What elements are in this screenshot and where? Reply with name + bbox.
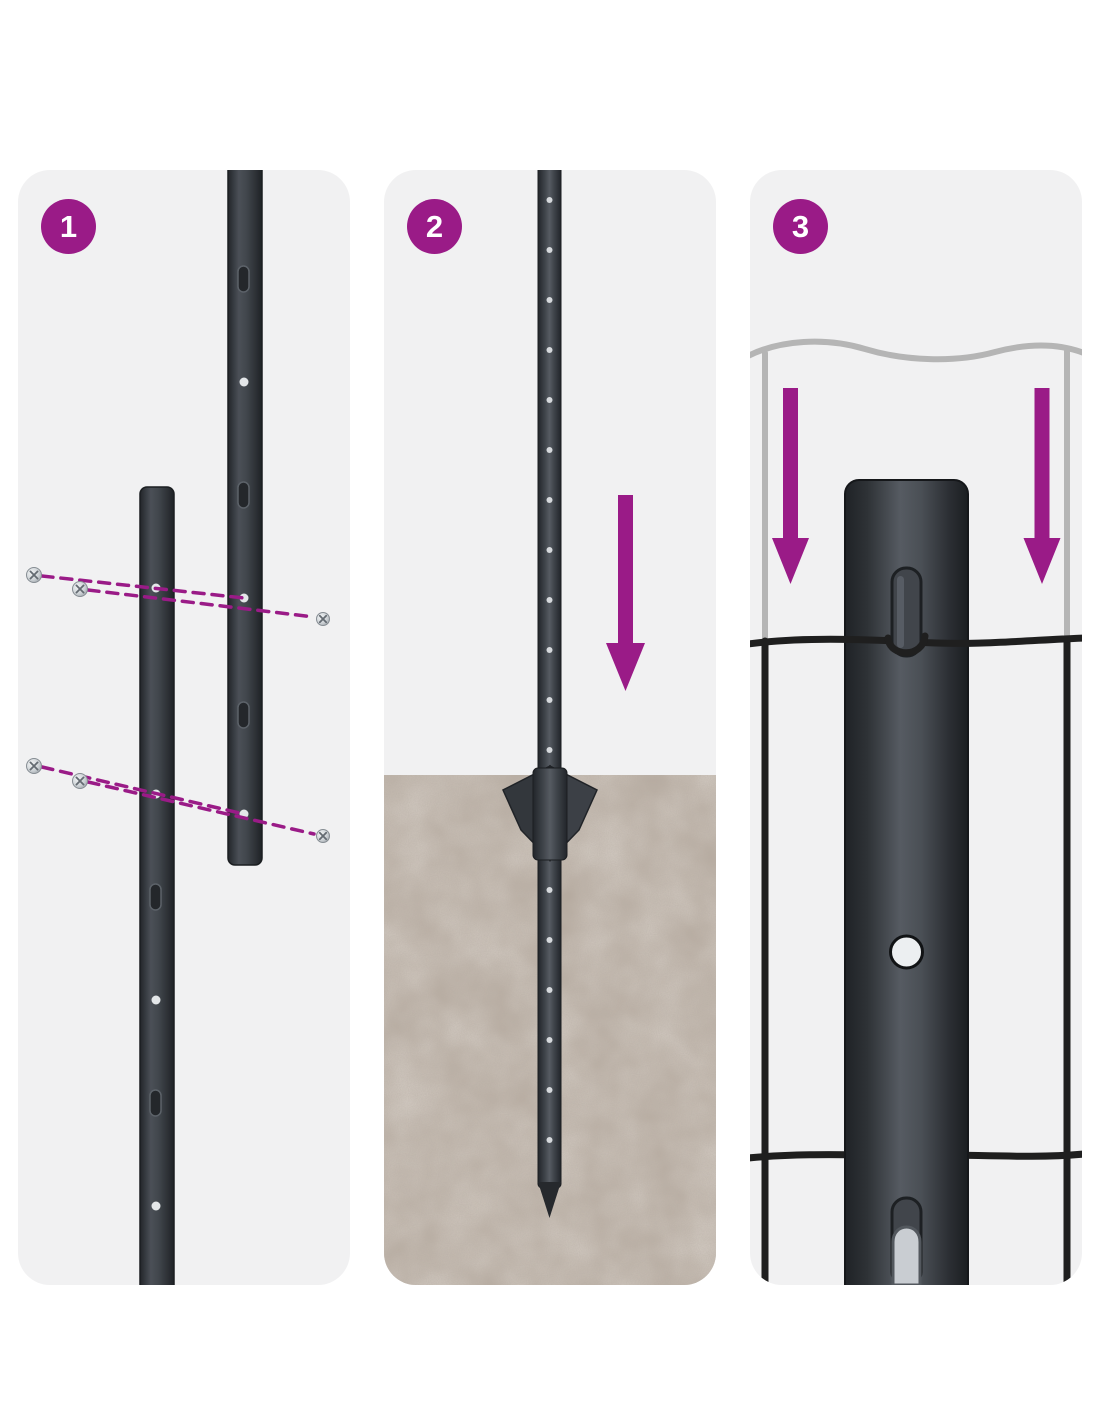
screw-icon (316, 829, 330, 843)
step-badge-1: 1 (41, 199, 96, 254)
post-hook-tab (890, 566, 923, 658)
screw-icon (26, 758, 42, 774)
fence-post (537, 170, 562, 1218)
post-hole (889, 934, 924, 970)
step-panel-3: 3 (750, 170, 1082, 1285)
step-3-illustration (750, 338, 1082, 1285)
post-tabs (237, 265, 250, 729)
step-number: 1 (59, 208, 78, 244)
fence-post (844, 479, 969, 1285)
screw-icon (26, 567, 42, 583)
step-2-illustration (384, 170, 716, 1285)
post-bottom-tab (890, 1196, 923, 1285)
wire-loop (884, 632, 929, 657)
screw-icon (316, 612, 330, 626)
step-badge-3: 3 (773, 199, 828, 254)
down-arrow-icon-left (772, 388, 809, 584)
front-u-post (139, 486, 175, 1285)
mesh-wire-wavy-top (750, 338, 1082, 363)
step-number: 2 (425, 208, 444, 244)
step-1-illustration (26, 170, 330, 1285)
rear-u-post (227, 170, 263, 866)
step-panel-2: 2 (384, 170, 716, 1285)
screw-icon (72, 581, 88, 597)
mesh-gray (750, 338, 1082, 647)
step-number: 3 (791, 208, 810, 244)
post-holes (546, 197, 553, 1143)
screw-guide-top (26, 567, 330, 626)
screw-guide-bottom (26, 758, 330, 843)
post-tip (538, 1182, 561, 1218)
step-panel-1: 1 (18, 170, 350, 1285)
post-tabs (149, 883, 162, 1117)
ground-anchor (502, 764, 598, 862)
down-arrow-icon (606, 495, 645, 691)
metal-clip (891, 1225, 922, 1285)
step-badge-2: 2 (407, 199, 462, 254)
down-arrow-icon-right (1023, 388, 1061, 584)
screw-icon (72, 773, 88, 789)
